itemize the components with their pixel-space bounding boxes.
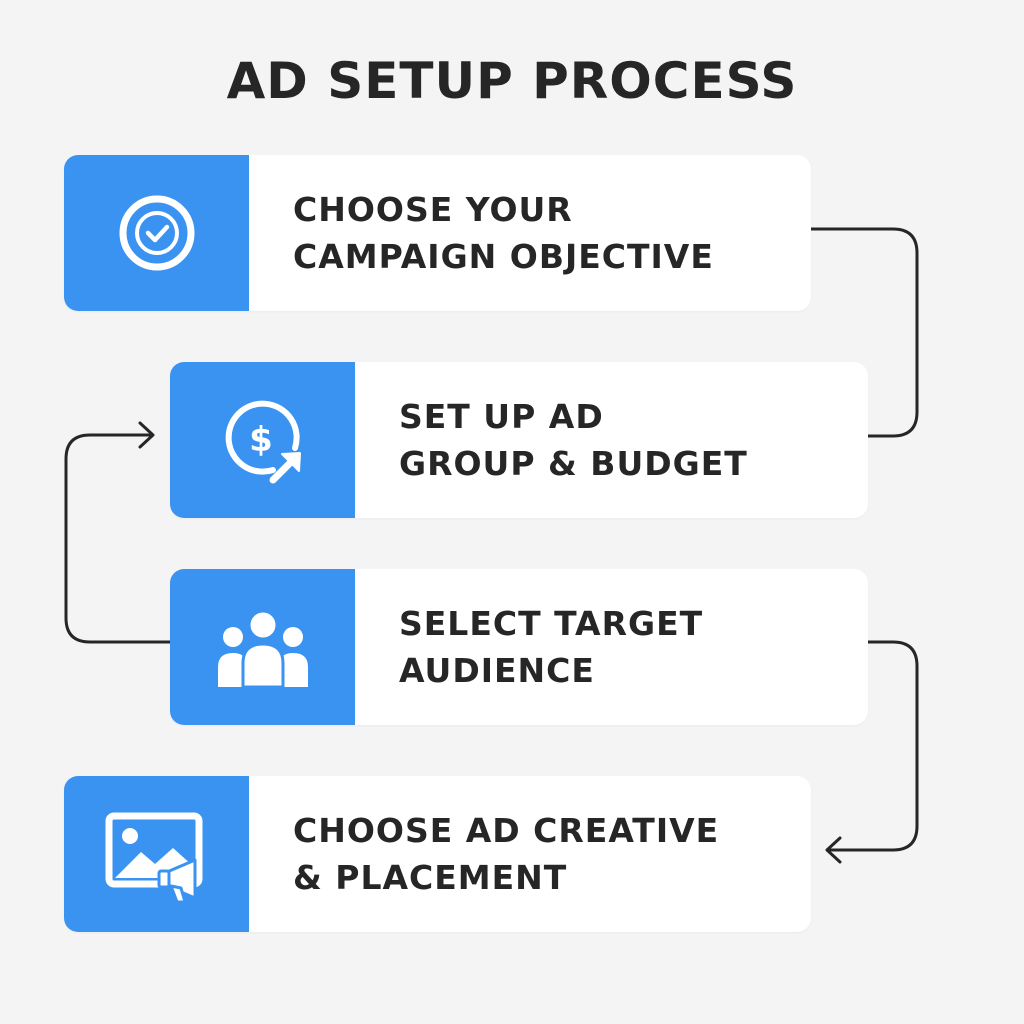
- step-choose-ad-creative-placement: CHOOSE AD CREATIVE & PLACEMENT: [64, 776, 811, 932]
- step-label-line-1: SELECT TARGET: [399, 604, 704, 643]
- arrowhead-step4: [825, 836, 842, 864]
- dollar-growth-icon: $: [225, 400, 301, 484]
- step-choose-campaign-objective: CHOOSE YOUR CAMPAIGN OBJECTIVE: [64, 155, 811, 311]
- step-label-line-1: CHOOSE AD CREATIVE: [293, 811, 720, 850]
- step-label: SELECT TARGET AUDIENCE: [355, 569, 703, 725]
- step-icon-box: $: [170, 362, 355, 518]
- step-label-line-2: GROUP & BUDGET: [399, 444, 748, 483]
- audience-icon: [217, 609, 308, 689]
- step-label-line-2: & PLACEMENT: [293, 858, 568, 897]
- step-icon-box: [64, 776, 249, 932]
- step-label: CHOOSE AD CREATIVE & PLACEMENT: [249, 776, 719, 932]
- check-circle-icon: [119, 195, 194, 271]
- step-label: SET UP AD GROUP & BUDGET: [355, 362, 748, 518]
- image-megaphone-icon: [105, 812, 202, 904]
- step-label-line-1: SET UP AD: [399, 397, 604, 436]
- page-title: AD SETUP PROCESS: [226, 52, 798, 110]
- step-label: CHOOSE YOUR CAMPAIGN OBJECTIVE: [249, 155, 714, 311]
- step-select-target-audience: SELECT TARGET AUDIENCE: [170, 569, 868, 725]
- step-label-line-1: CHOOSE YOUR: [293, 190, 573, 229]
- step-icon-box: [170, 569, 355, 725]
- connector-step3-to-step2: [64, 433, 170, 644]
- step-set-up-ad-group-budget: $ SET UP AD GROUP & BUDGET: [170, 362, 868, 518]
- svg-text:$: $: [249, 420, 273, 460]
- step-label-line-2: CAMPAIGN OBJECTIVE: [293, 237, 714, 276]
- step-label-line-2: AUDIENCE: [399, 651, 595, 690]
- arrowhead-step2: [138, 421, 155, 449]
- step-icon-box: [64, 155, 249, 311]
